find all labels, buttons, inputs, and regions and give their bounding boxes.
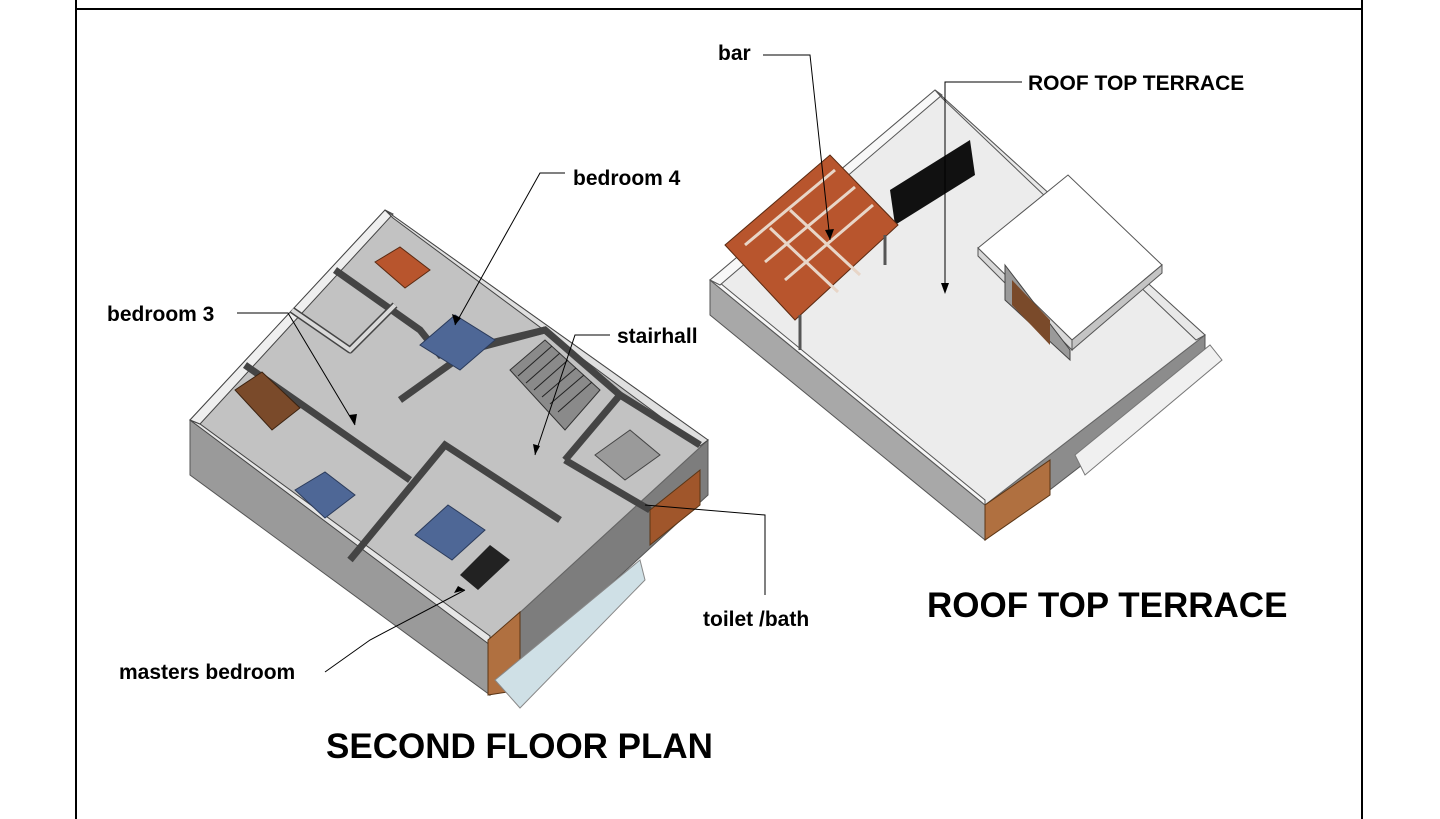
interior-walls-6 <box>562 390 702 463</box>
pergola <box>724 154 899 350</box>
roof-arrowheads <box>825 229 949 294</box>
canopy-side <box>1071 263 1163 352</box>
interior-walls-4 <box>347 440 562 563</box>
label-masters-bedroom: masters bedroom <box>119 661 296 684</box>
outer-wall-top <box>189 209 394 425</box>
wardrobe <box>234 371 301 431</box>
label-bedroom-3: bedroom 3 <box>107 303 215 326</box>
enclosure-door <box>1012 280 1050 345</box>
interior-walls-5 <box>397 326 623 403</box>
second-floor-model <box>189 209 709 709</box>
second-floor-leaders <box>237 172 766 673</box>
label-bedroom-4: bedroom 4 <box>573 167 681 190</box>
wood-cladding <box>984 459 1051 541</box>
label-stairhall: stairhall <box>617 325 698 348</box>
roof-top-terrace-title: ROOF TOP TERRACE <box>927 586 1288 625</box>
label-bar: bar <box>718 42 751 65</box>
bed-master <box>414 504 486 561</box>
roof-model <box>709 89 1223 542</box>
black-wall <box>890 140 975 225</box>
interior-wall-faces <box>290 303 397 353</box>
bed-bedroom3 <box>294 471 356 519</box>
second-floor-arrowheads <box>349 314 540 593</box>
border-right <box>1361 0 1363 819</box>
border-left <box>75 0 77 819</box>
border-top <box>75 8 1363 10</box>
roof-leaders <box>763 54 1022 292</box>
sofa <box>460 545 510 590</box>
glass-balcony <box>494 559 646 709</box>
stair <box>509 339 601 431</box>
second-floor-plan-title: SECOND FLOOR PLAN <box>326 727 713 766</box>
label-toilet-bath: toilet /bath <box>703 608 810 631</box>
desk <box>374 246 431 289</box>
steps <box>1074 344 1223 476</box>
bed-bedroom4 <box>419 314 496 371</box>
interior-walls-7 <box>563 456 652 514</box>
label-roof-top-terrace: ROOF TOP TERRACE <box>1028 72 1245 95</box>
jacuzzi <box>594 429 661 481</box>
